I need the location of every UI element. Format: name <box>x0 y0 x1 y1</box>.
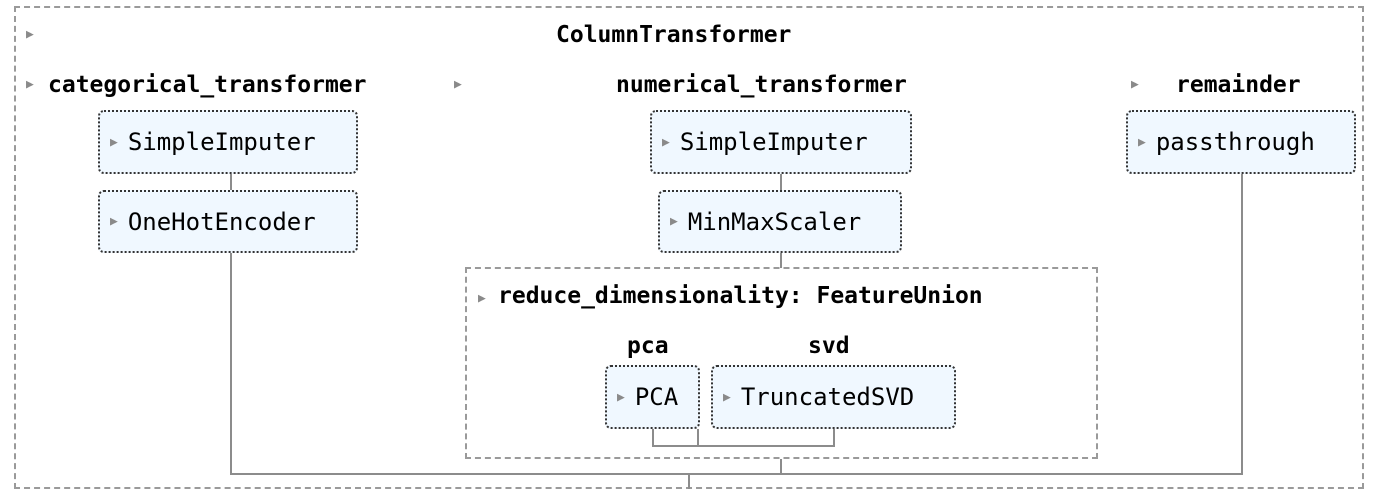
passthrough-label: passthrough <box>1155 128 1315 156</box>
svd-part-label: svd <box>808 332 850 359</box>
pca-node[interactable]: ▶ PCA <box>605 365 700 429</box>
connector-passthrough-to-merge <box>1241 174 1243 475</box>
one-hot-encoder-node[interactable]: ▶ OneHotEncoder <box>98 190 358 253</box>
categorical-transformer-toggle-icon[interactable]: ▶ <box>26 77 34 92</box>
remainder-toggle-icon[interactable]: ▶ <box>1131 77 1139 92</box>
expand-triangle-icon: ▶ <box>110 134 118 150</box>
feature-union-label[interactable]: reduce_dimensionality: FeatureUnion <box>498 282 983 309</box>
connector-svd-down <box>833 429 835 447</box>
connector-union-to-merge <box>780 459 782 475</box>
connector-pca-svd-join <box>652 445 835 447</box>
expand-triangle-icon: ▶ <box>662 134 670 150</box>
column-transformer-toggle-icon[interactable]: ▶ <box>26 27 34 42</box>
expand-triangle-icon: ▶ <box>617 389 625 405</box>
connector-numerical-steps <box>780 174 782 191</box>
min-max-scaler-label: MinMaxScaler <box>687 207 862 236</box>
expand-triangle-icon: ▶ <box>110 214 118 229</box>
numerical-transformer-toggle-icon[interactable]: ▶ <box>454 77 462 92</box>
connector-onehot-to-merge <box>230 253 232 475</box>
connector-merge-bar <box>230 473 1243 475</box>
expand-triangle-icon: ▶ <box>1138 134 1146 150</box>
feature-union-container <box>465 267 1098 459</box>
truncated-svd-label: TruncatedSVD <box>740 383 915 411</box>
pca-part-label: pca <box>627 332 669 359</box>
categorical-simple-imputer-node[interactable]: ▶ SimpleImputer <box>98 110 358 174</box>
expand-triangle-icon: ▶ <box>670 214 678 229</box>
connector-pca-join-to-tee <box>697 429 699 447</box>
expand-triangle-icon: ▶ <box>723 389 731 405</box>
categorical-transformer-label[interactable]: categorical_transformer <box>48 71 367 98</box>
remainder-label[interactable]: remainder <box>1176 71 1301 98</box>
feature-union-toggle-icon[interactable]: ▶ <box>478 291 486 306</box>
connector-scaler-to-union <box>780 253 782 268</box>
column-transformer-title[interactable]: ColumnTransformer <box>556 21 792 48</box>
numerical-transformer-label[interactable]: numerical_transformer <box>616 71 907 98</box>
categorical-simple-imputer-label: SimpleImputer <box>127 128 316 156</box>
connector-merge-to-output <box>688 473 690 489</box>
numerical-simple-imputer-node[interactable]: ▶ SimpleImputer <box>650 110 912 174</box>
numerical-simple-imputer-label: SimpleImputer <box>679 128 868 156</box>
connector-pca-down <box>652 429 654 447</box>
min-max-scaler-node[interactable]: ▶ MinMaxScaler <box>658 190 902 253</box>
pca-label: PCA <box>634 383 679 411</box>
passthrough-node[interactable]: ▶ passthrough <box>1126 110 1356 174</box>
one-hot-encoder-label: OneHotEncoder <box>127 207 316 236</box>
truncated-svd-node[interactable]: ▶ TruncatedSVD <box>711 365 956 429</box>
connector-categorical-steps <box>230 174 232 191</box>
